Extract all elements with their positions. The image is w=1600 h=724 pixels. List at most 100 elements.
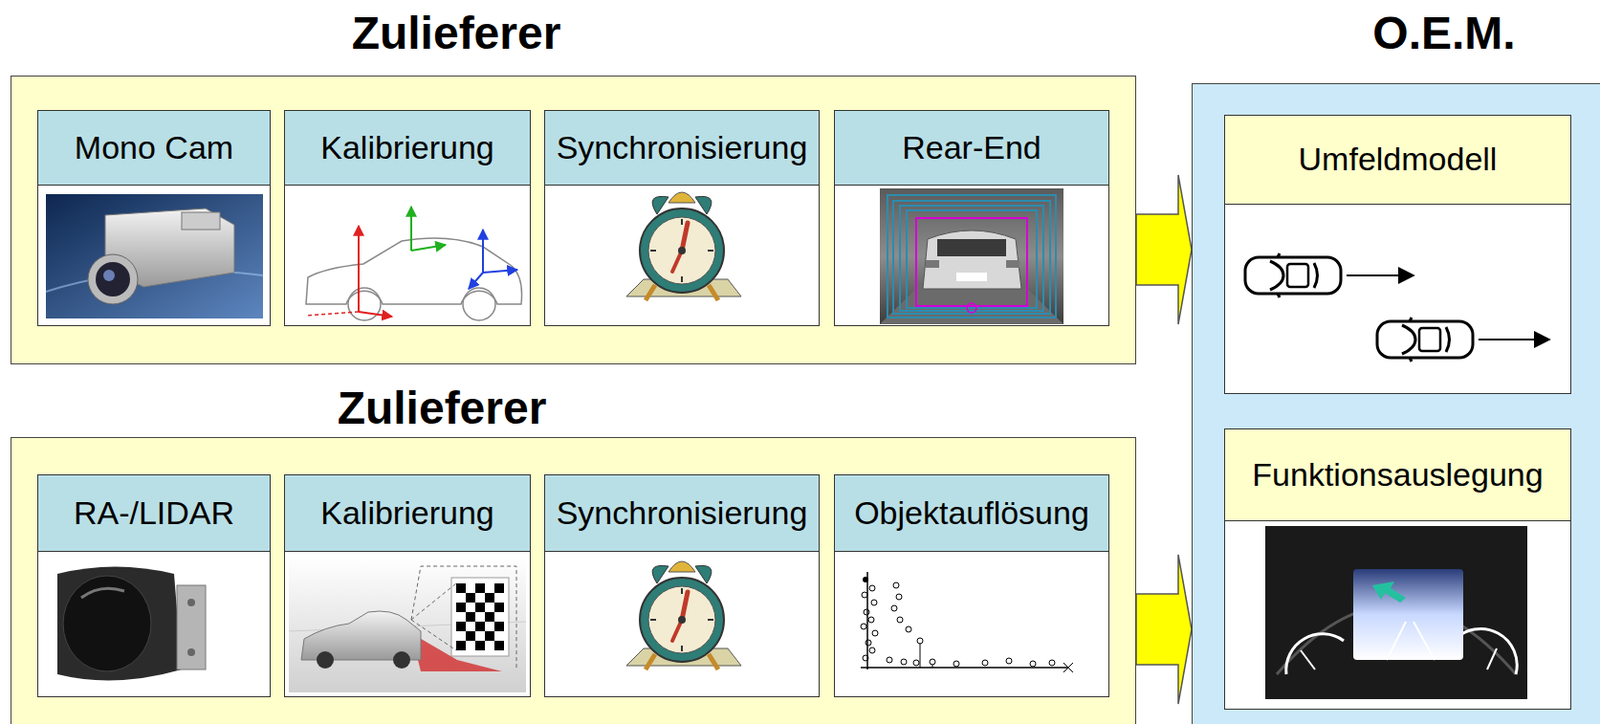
component-box: Kalibrierung [284, 109, 531, 327]
radar-sensor-photo [176, 585, 206, 670]
object-scatter-plot [953, 660, 960, 667]
panel-grounds [1191, 83, 1600, 724]
object-scatter-plot [917, 637, 923, 644]
rear-end-photo [887, 195, 1056, 318]
panel-title: Zulieferer [351, 4, 562, 63]
object-scatter-plot [893, 582, 899, 589]
panel-title: Zulieferer [337, 379, 548, 438]
header-band: Objektauflösung [834, 475, 1109, 552]
panel-grounds [544, 474, 820, 698]
panel-grounds [37, 109, 271, 327]
car-coordinate-sketch [468, 272, 483, 289]
rear-end-photo [956, 272, 987, 282]
component-box: Umfeldmodell [1224, 114, 1572, 395]
radar-sensor-photo [57, 567, 206, 681]
object-scatter-plot [982, 659, 988, 666]
box-label: Funktionsauslegung [1251, 456, 1543, 494]
dashboard-photo [1265, 526, 1528, 700]
object-scatter-plot [866, 571, 869, 670]
object-scatter-plot [1006, 657, 1012, 664]
radar-sensor-photo [81, 588, 125, 598]
box-label: Synchronisierung [556, 494, 809, 532]
object-scatter-plot [871, 599, 877, 606]
box-label: RA-/LIDAR [73, 494, 235, 532]
car-icons [1245, 253, 1341, 298]
box-label: Mono Cam [74, 129, 234, 167]
car-coordinate-sketch [306, 238, 523, 305]
target-calibration-scene [393, 651, 411, 669]
camera-photo [103, 269, 115, 282]
panel-grounds [1224, 428, 1572, 710]
box-label: Rear-End [901, 129, 1042, 167]
object-scatter-plot [869, 585, 876, 592]
car-coordinate-sketch [462, 287, 496, 321]
radar-sensor-photo [57, 567, 182, 681]
dashboard-photo [1487, 648, 1497, 670]
car-coordinate-sketch [410, 206, 413, 251]
rear-end-photo [925, 260, 940, 268]
rear-end-photo [966, 303, 977, 313]
panel-grounds [833, 474, 1110, 698]
object-scatter-plot [860, 623, 867, 630]
header-band: Mono Cam [38, 110, 270, 186]
object-scatter-plot [862, 655, 869, 661]
header-band: Kalibrierung [284, 110, 530, 186]
component-box: Synchronisierung [544, 474, 820, 698]
car-coordinate-sketch [306, 311, 359, 316]
target-calibration-scene [288, 556, 527, 693]
camera-photo [45, 194, 264, 319]
object-scatter-plot [891, 605, 898, 612]
object-scatter-plot [929, 658, 936, 665]
header-band: Kalibrierung [284, 475, 530, 552]
header-band: Rear-End [834, 110, 1109, 186]
object-scatter-plot [861, 591, 868, 598]
car-coordinate-sketch [358, 311, 393, 317]
object-scatter-plot [862, 576, 869, 583]
rear-end-photo [893, 200, 1051, 314]
object-scatter-plot [868, 616, 875, 623]
component-box: Funktionsauslegung [1224, 428, 1572, 710]
object-scatter-plot [869, 647, 876, 654]
panel-grounds [833, 109, 1110, 327]
rear-end-photo [1006, 260, 1020, 268]
object-scatter-plot [872, 630, 878, 636]
box-label: Kalibrierung [320, 494, 494, 532]
rear-end-photo [879, 188, 1064, 325]
car-icons [1346, 274, 1414, 277]
target-calibration-scene [451, 577, 509, 657]
car-icons [1478, 338, 1550, 341]
object-scatter-plot [865, 639, 872, 646]
car-coordinate-sketch [306, 206, 523, 321]
car-icons [1377, 317, 1473, 362]
car-coordinate-sketch [348, 287, 381, 321]
target-calibration-scene [456, 583, 505, 651]
box-label: Kalibrierung [320, 129, 494, 167]
header-band: RA-/LIDAR [38, 475, 270, 552]
dashboard-photo [1286, 634, 1344, 675]
camera-photo [181, 212, 220, 230]
component-box: Rear-End [833, 109, 1110, 327]
object-scatter-plot [863, 609, 870, 615]
car-coordinate-sketch [482, 229, 484, 273]
component-box: Kalibrierung [284, 474, 531, 698]
rear-end-photo [937, 239, 1007, 257]
radar-sensor-photo [187, 598, 196, 607]
header-band: Umfeldmodell [1225, 115, 1571, 205]
box-label: Objektauflösung [854, 494, 1090, 532]
supplier-panel: ZuliefererMono Cam Kalibrierung Synchronis… [10, 4, 1137, 365]
panel-grounds [10, 75, 1137, 365]
panel-grounds [1224, 114, 1572, 395]
object-scatter-plot [896, 593, 902, 600]
block-arrow [1136, 554, 1192, 704]
object-scatter-plot [886, 657, 893, 663]
alarm-clock [626, 192, 742, 301]
object-scatter-plot [905, 626, 912, 633]
object-scatter-plot [860, 582, 1055, 667]
rear-end-photo [899, 205, 1044, 311]
box-label: Synchronisierung [556, 129, 809, 167]
dashboard-photo [1300, 650, 1316, 670]
car-coordinate-sketch [482, 269, 518, 273]
component-box: Objektauflösung [833, 474, 1110, 698]
